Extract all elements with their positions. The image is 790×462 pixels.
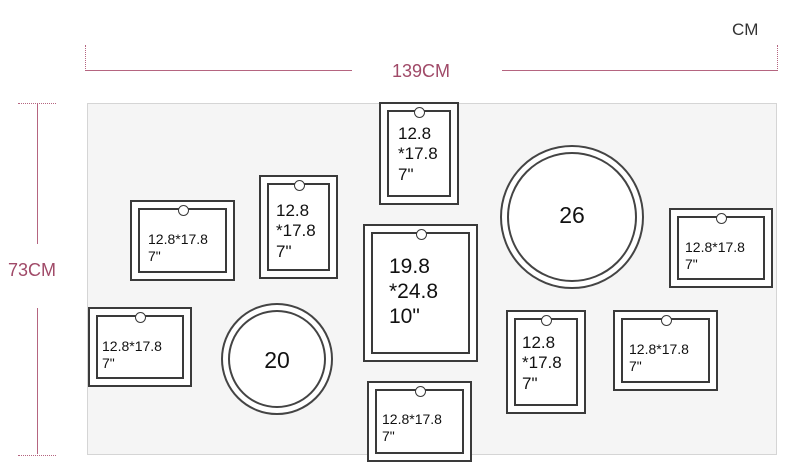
hanging-hook-icon	[415, 229, 427, 240]
height-dim-line-top	[37, 104, 38, 244]
photo-frame-left-upper: 12.8*17.8 7"	[130, 200, 235, 281]
height-dim-line-bottom	[37, 308, 38, 454]
frame-size-label: 12.8*17.8 7"	[629, 341, 689, 374]
photo-frame-right-upper: 12.8*17.8 7"	[669, 208, 773, 288]
photo-frame-left-center: 12.8 *17.8 7"	[259, 175, 338, 279]
photo-frame-left-lower: 12.8*17.8 7"	[88, 307, 192, 387]
unit-label: CM	[732, 20, 759, 39]
frame-size-label: 12.8 *17.8 7"	[522, 333, 562, 393]
hanging-hook-icon	[660, 315, 672, 326]
photo-frame-bottom-center: 12.8*17.8 7"	[367, 381, 472, 462]
height-dimension-label: 73CM	[8, 260, 57, 280]
hanging-hook-icon	[716, 213, 727, 224]
round-frame-size-label: 26	[559, 202, 585, 228]
hanging-hook-icon	[177, 205, 189, 216]
hanging-hook-icon	[135, 312, 146, 323]
hanging-hook-icon	[541, 315, 552, 326]
hanging-hook-icon	[293, 180, 305, 191]
frame-size-label: 12.8*17.8 7"	[148, 231, 208, 264]
hanging-hook-icon	[414, 386, 426, 397]
width-dim-right-tick	[777, 45, 778, 71]
frame-size-label: 12.8*17.8 7"	[382, 411, 442, 444]
height-dim-bottom-tick	[18, 455, 56, 456]
width-dim-line-left	[86, 70, 352, 71]
round-frame-small: 20	[221, 303, 333, 415]
photo-frame-large-center: 19.8 *24.8 10"	[363, 224, 478, 362]
photo-frame-right-center: 12.8 *17.8 7"	[506, 310, 586, 414]
hanging-hook-icon	[414, 107, 425, 118]
frame-size-label: 12.8*17.8 7"	[102, 338, 162, 371]
frame-size-label: 19.8 *24.8 10"	[389, 255, 439, 329]
width-dimension-label: 139CM	[392, 61, 451, 81]
photo-frame-right-lower: 12.8*17.8 7"	[613, 310, 718, 391]
height-dim-top-tick	[18, 103, 56, 104]
width-dim-line-right	[502, 70, 777, 71]
frame-size-label: 12.8 *17.8 7"	[276, 201, 316, 261]
round-frame-size-label: 20	[264, 347, 290, 373]
width-dim-left-tick	[85, 45, 86, 71]
round-frame-large: 26	[500, 145, 644, 289]
frame-size-label: 12.8 *17.8 7"	[398, 124, 438, 184]
photo-frame-top-center: 12.8 *17.8 7"	[379, 102, 459, 205]
frame-size-label: 12.8*17.8 7"	[685, 239, 745, 272]
